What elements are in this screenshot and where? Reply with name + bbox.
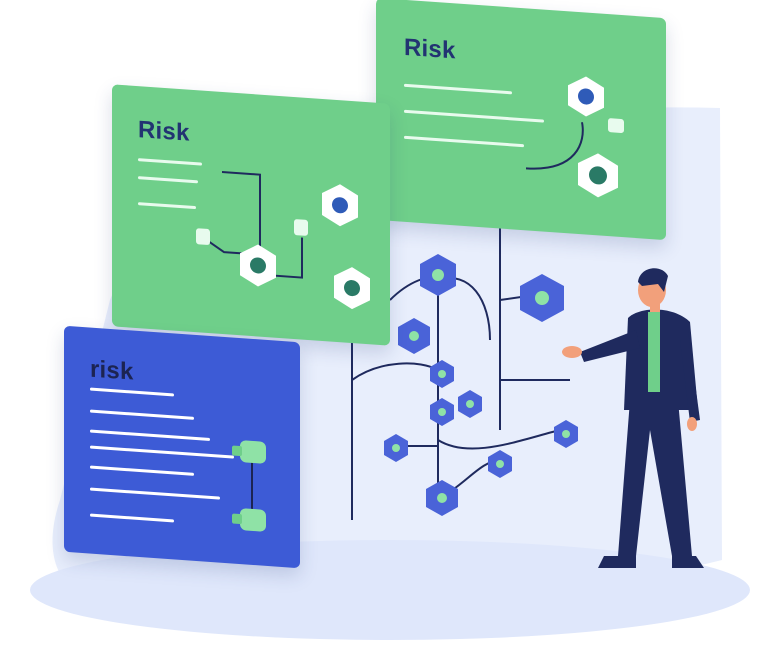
panel-diagram <box>232 440 266 532</box>
plug-icon <box>232 440 266 464</box>
panel-diagram <box>525 76 624 198</box>
risk-panel-top-left: Risk <box>112 84 390 346</box>
risk-panel-bottom-left: risk <box>64 325 300 569</box>
panel-diagram <box>196 170 370 310</box>
plug-icon <box>232 508 266 532</box>
risk-panel-top-right: Risk <box>376 0 666 241</box>
